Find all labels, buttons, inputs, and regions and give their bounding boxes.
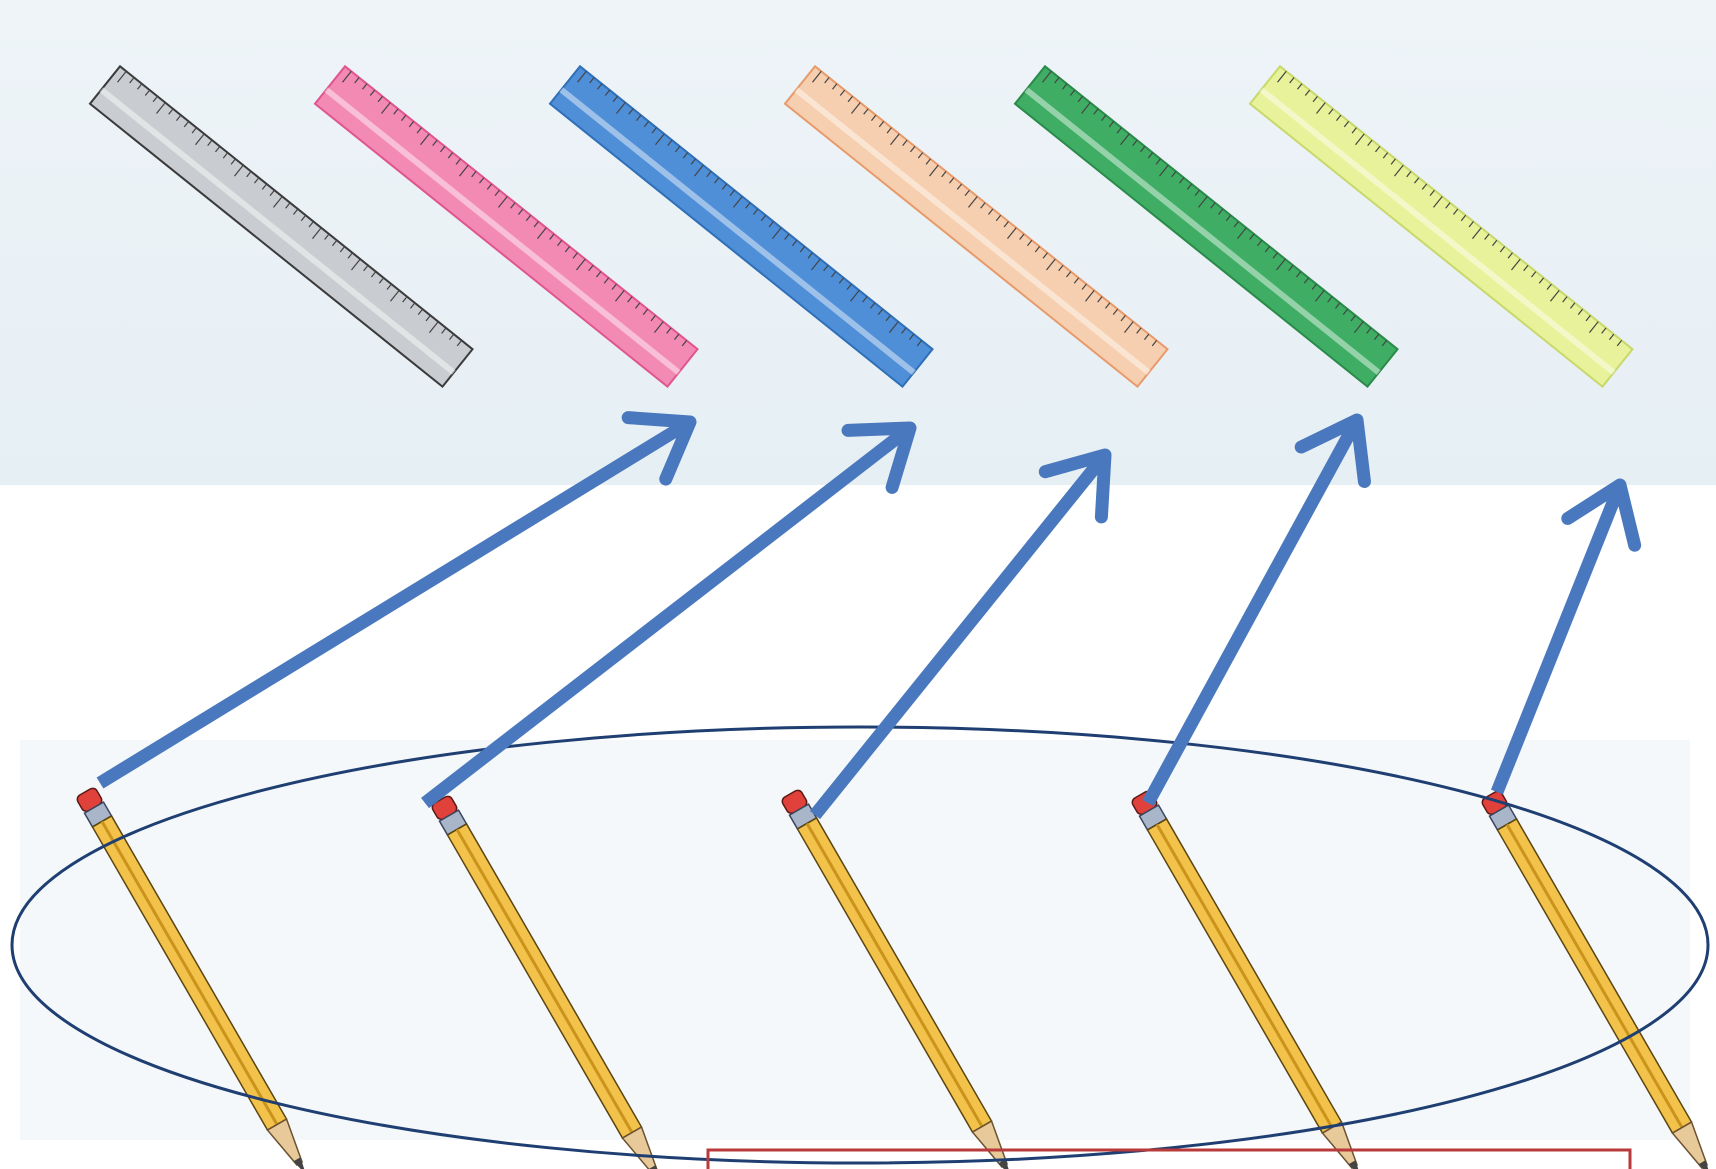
pencil-wood-tip bbox=[1672, 1122, 1714, 1169]
bottom-background bbox=[20, 740, 1690, 1140]
answer-box[interactable] bbox=[708, 1150, 1630, 1169]
